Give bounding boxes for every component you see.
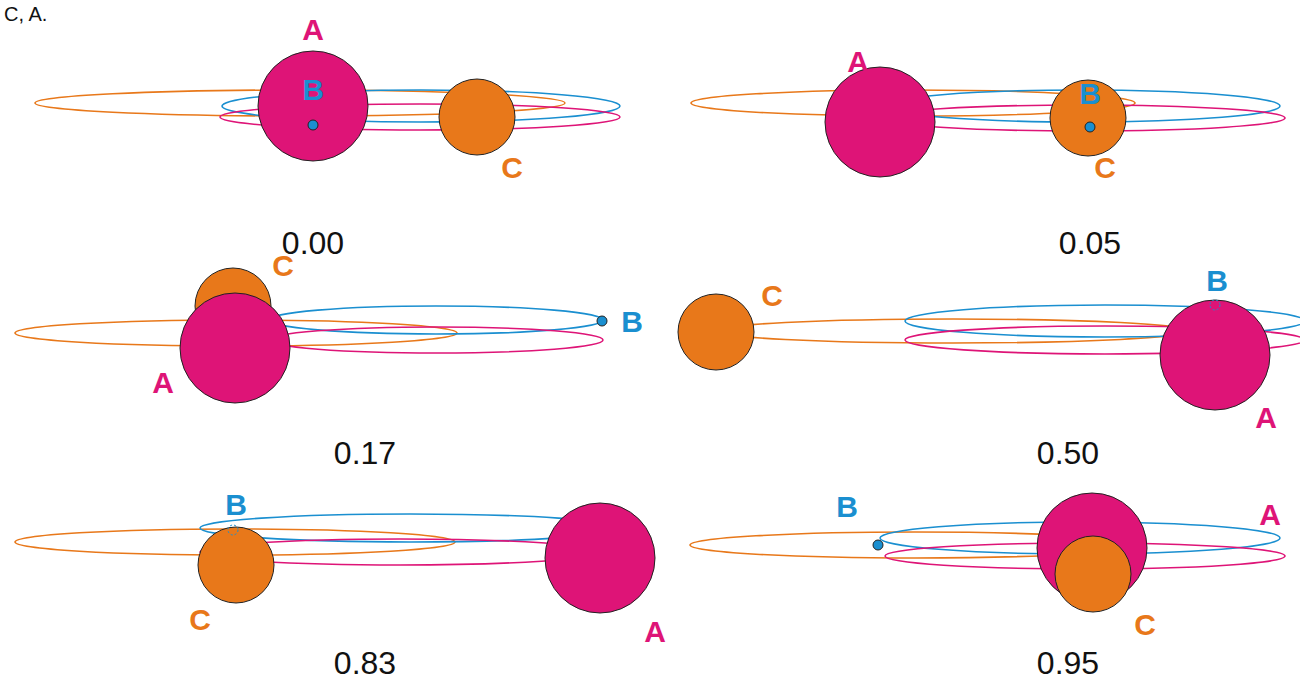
phase-number: 0.17 [334,437,396,469]
star-label: B [1079,79,1101,109]
star-label: C [1094,153,1116,183]
star-a [180,293,290,403]
star-label: A [1259,500,1281,530]
star-b [873,540,883,550]
phase-number: 0.50 [1037,437,1099,469]
caption-fragment: C, A. [4,4,47,24]
star-label: B [302,75,324,105]
phase-number: 0.95 [1037,647,1099,679]
orbit-b [269,306,603,334]
star-a [825,67,935,177]
star-label: B [621,307,643,337]
star-label: C [761,281,783,311]
star-a [1160,300,1270,410]
star-label: C [501,153,523,183]
star-label: A [1255,403,1277,433]
star-label: C [272,251,294,281]
star-label: C [1134,610,1156,640]
star-label: A [302,15,324,45]
star-b [1085,122,1095,132]
star-b [308,120,318,130]
star-label: C [189,605,211,635]
star-c [1055,536,1131,612]
stars [180,51,1270,613]
star-label: B [225,490,247,520]
star-label: B [1206,266,1228,296]
star-c [678,294,754,370]
star-b-hidden [1210,300,1220,310]
star-label: B [836,492,858,522]
star-c [1050,80,1126,156]
star-c [439,79,515,155]
star-label: A [152,368,174,398]
star-a [258,51,368,161]
orbit-a [269,327,603,353]
star-b-hidden [228,525,238,535]
star-c [198,527,274,603]
phase-number: 0.05 [1059,227,1121,259]
star-label: A [847,47,869,77]
phase-number: 0.83 [334,647,396,679]
star-a [545,503,655,613]
star-label: A [644,617,666,647]
star-b [597,316,607,326]
